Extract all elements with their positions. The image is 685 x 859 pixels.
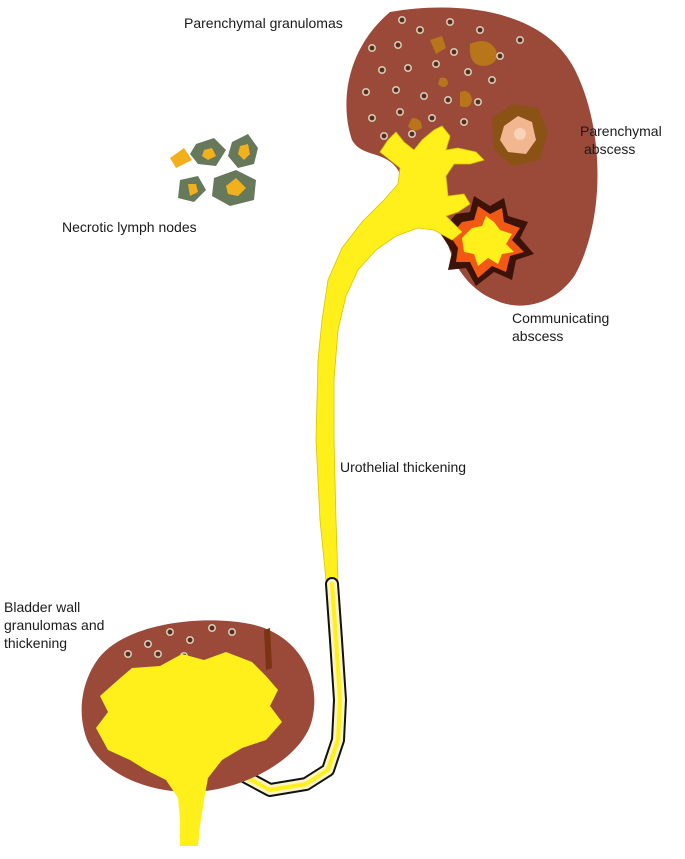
label-line: Communicating	[512, 310, 610, 326]
label-line: abscess	[512, 328, 564, 344]
label-urothelial-thickening: Urothelial thickening	[340, 459, 467, 475]
label-bladder-wall: Bladder wall granulomas and thickening	[4, 598, 104, 652]
parenchymal-abscess	[492, 104, 548, 166]
bladder-granulomas	[124, 623, 237, 660]
label-line: abscess	[584, 141, 636, 157]
ureter-lower	[219, 577, 347, 797]
label-line: granulomas and	[4, 617, 105, 633]
bladder	[81, 620, 315, 846]
lymph-node	[190, 138, 226, 166]
caseous-patches	[408, 36, 497, 131]
necrotic-lymph-nodes	[170, 134, 258, 206]
label-line: Bladder wall	[4, 599, 81, 615]
lymph-node	[178, 176, 206, 202]
label-parenchymal-granulomas: Parenchymal granulomas	[184, 15, 343, 31]
communicating-abscess	[440, 196, 534, 286]
label-line: Parenchymal	[580, 123, 662, 139]
label-necrotic-lymph-nodes: Necrotic lymph nodes	[62, 219, 197, 235]
bladder-wall-thickening	[264, 628, 272, 670]
label-communicating-abscess: Communicating abscess	[512, 309, 609, 345]
lymph-node	[212, 170, 256, 206]
renal-collecting-system	[315, 125, 485, 581]
kidney	[315, 7, 598, 581]
label-parenchymal-abscess: Parenchymal abscess	[580, 122, 662, 158]
lymph-node	[228, 134, 258, 168]
label-line: thickening	[4, 635, 68, 651]
bladder-lumen	[96, 652, 282, 846]
